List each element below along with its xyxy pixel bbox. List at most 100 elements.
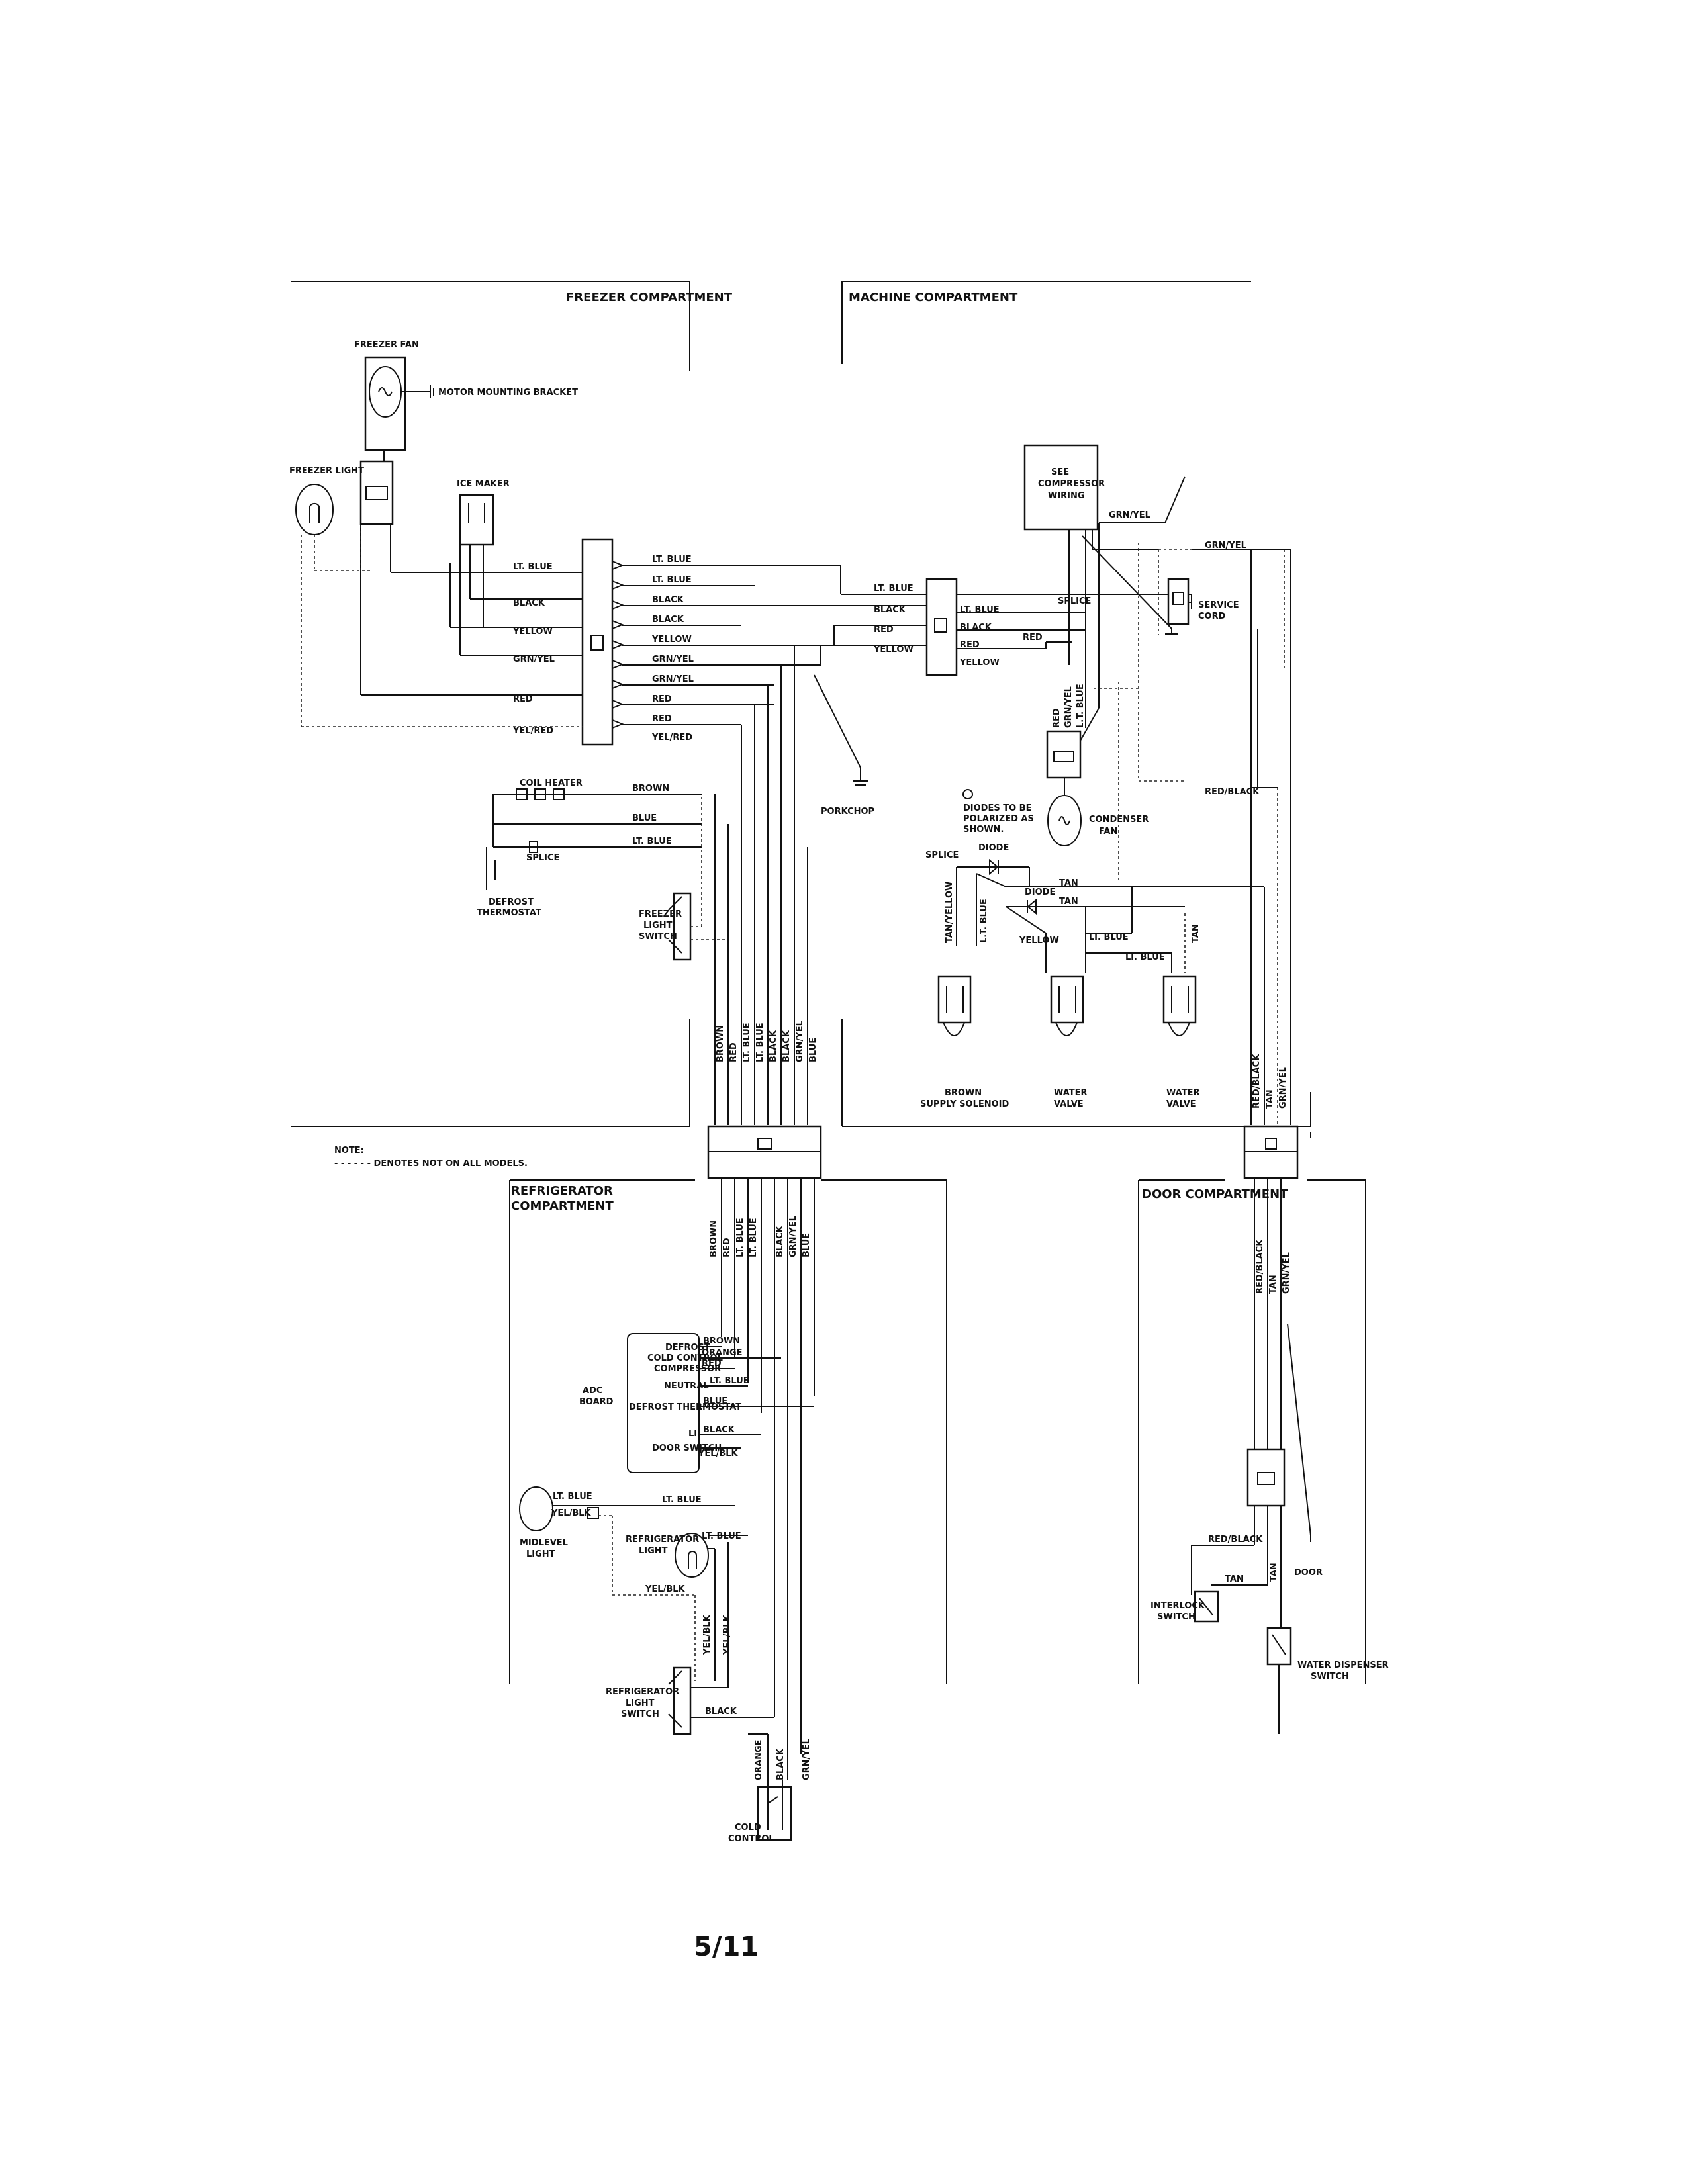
condenser-fan-label-1: CONDENSER: [1089, 815, 1149, 825]
compartment-borders: [291, 281, 1366, 1684]
adc-terminal-label: DEFROST THERMOSTAT: [629, 1402, 741, 1412]
wire-label: LT. BLUE: [513, 562, 553, 572]
note-text: - - - - - - DENOTES NOT ON ALL MODELS.: [334, 1159, 528, 1169]
defrost-thermostat-label-2: THERMOSTAT: [477, 908, 541, 918]
wire-label: YEL/BLK: [645, 1584, 686, 1594]
wire-label: LT. BLUE: [874, 584, 914, 594]
wire-label: BLACK: [652, 595, 684, 605]
wire-label: YELLOW: [959, 658, 1000, 668]
wire-label: LT. BLUE: [710, 1376, 749, 1386]
coil-heater-label: COIL HEATER: [520, 778, 583, 788]
wire-label-vertical: BLUE: [802, 1233, 812, 1257]
wire-label-vertical: RED: [722, 1238, 732, 1257]
wire-label-vertical: GRN/YEL: [1278, 1067, 1288, 1109]
water-dispenser-switch: WATER DISPENSER SWITCH: [1266, 1506, 1389, 1734]
wire-label: GRN/YEL: [652, 674, 694, 684]
wire-label: LT. BLUE: [1089, 933, 1129, 942]
freezer-light: FREEZER LIGHT: [289, 466, 364, 535]
wire-label: RED: [652, 714, 672, 724]
water-valve-label-2: VALVE: [1054, 1099, 1084, 1109]
wire-label-vertical: BLUE: [808, 1038, 818, 1062]
splice-label: SPLICE: [925, 850, 959, 860]
refrigerator-light-switch-label-2: LIGHT: [626, 1698, 655, 1708]
freezer-light-switch-label-2: LIGHT: [643, 921, 673, 931]
wire-label: GRN/YEL: [652, 655, 694, 664]
refrigerator-light: REFRIGERATOR LIGHT LT. BLUE: [612, 1516, 748, 1681]
adc-terminal-label: DOOR SWITCH: [652, 1443, 722, 1453]
freezer-light-label: FREEZER LIGHT: [289, 466, 364, 476]
service-cord-label-2: CORD: [1198, 612, 1226, 621]
wire-label: LT. BLUE: [1125, 952, 1165, 962]
refrigerator-light-switch-label-1: REFRIGERATOR: [606, 1687, 679, 1697]
wire-label-vertical: GRN/YEL: [1282, 1252, 1291, 1294]
cold-control: COLD CONTROL: [728, 1733, 792, 1844]
wire-label-vertical: BLACK: [769, 1030, 778, 1062]
diode-note-2: POLARIZED AS: [963, 814, 1034, 824]
wire-label: BLACK: [705, 1707, 737, 1717]
wire-label: YELLOW: [512, 627, 553, 637]
wire-label-vertical: RED/BLACK: [1255, 1239, 1265, 1294]
wire-label-vertical: BLACK: [775, 1225, 785, 1257]
coil-heater: COIL HEATER: [492, 778, 702, 848]
door-compartment-label: DOOR COMPARTMENT: [1142, 1187, 1288, 1201]
adc-board-label-2: BOARD: [579, 1397, 614, 1407]
wire-label-vertical: TAN: [1268, 1275, 1278, 1294]
wire-label: LT. BLUE: [652, 555, 692, 565]
freezer-light-switch: FREEZER LIGHT SWITCH: [639, 794, 728, 961]
cold-control-label-2: CONTROL: [728, 1834, 774, 1844]
door-wiring: [1185, 549, 1291, 1125]
wire-label-vertical: YEL/BLK: [702, 1614, 712, 1655]
compressor-label-2: COMPRESSOR: [1038, 479, 1105, 489]
defrost-thermostat-label-1: DEFROST: [489, 897, 534, 907]
freezer-wires-left: [301, 524, 583, 727]
refrigerator-light-switch-label-3: SWITCH: [621, 1709, 659, 1719]
wire-label: BROWN: [703, 1336, 740, 1346]
ice-maker: ICE MAKER: [457, 479, 510, 546]
wire-label-vertical: ORANGE: [754, 1739, 764, 1780]
wire-label: LT. BLUE: [553, 1492, 592, 1502]
service-cord-label-1: SERVICE: [1198, 600, 1239, 610]
trunk-wires: [714, 645, 808, 1125]
wire-label: LT. BLUE: [652, 575, 692, 585]
motor-bracket-label: MOTOR MOUNTING BRACKET: [438, 388, 578, 398]
diode-note-3: SHOWN.: [963, 825, 1004, 835]
diode-note-1: DIODES TO BE: [963, 803, 1031, 813]
wire-label: YELLOW: [873, 645, 914, 655]
compressor-label-1: SEE: [1051, 467, 1069, 477]
wire-label-vertical: RED: [729, 1042, 739, 1062]
freezer-connector: [581, 538, 614, 746]
wire-label-vertical: BLACK: [776, 1748, 786, 1780]
splice-label: SPLICE: [1058, 596, 1091, 606]
wire-label-vertical: L.T. BLUE: [1076, 684, 1086, 728]
wire-label: YEL/RED: [651, 733, 692, 743]
machine-compartment-label: MACHINE COMPARTMENT: [849, 291, 1018, 304]
interlock-switch: RED/BLACK TAN INTERLOCK SWITCH: [1150, 1506, 1268, 1623]
wire-label: YELLOW: [1019, 936, 1059, 946]
freezer-light-switch-label-3: SWITCH: [639, 932, 677, 942]
compressor-wiring-box: SEE COMPRESSOR WIRING: [1023, 444, 1105, 531]
wire-label-vertical: LT. BLUE: [742, 1023, 752, 1062]
refrigerator-trunk: [721, 1178, 815, 1780]
wire-label: RED: [960, 640, 980, 650]
condenser-fan: CONDENSER FAN: [1046, 730, 1149, 846]
wire-label-vertical: RED: [1052, 708, 1062, 728]
wire-label: GRN/YEL: [513, 655, 555, 664]
defrost-thermostat: DEFROST THERMOSTAT: [477, 847, 541, 918]
water-valve-2: WATER VALVE: [1162, 975, 1200, 1109]
interlock-switch-label-1: INTERLOCK: [1150, 1601, 1205, 1611]
wire-label: RED: [1023, 633, 1043, 643]
splice-icon: [529, 841, 538, 853]
wire-label: TAN: [1059, 897, 1078, 907]
wire-label-vertical: YEL/BLK: [722, 1614, 732, 1655]
adc-terminal-label: COMPRESSOR: [654, 1364, 721, 1374]
note-title: NOTE:: [334, 1146, 364, 1156]
wire-label: YELLOW: [651, 635, 692, 645]
midlevel-light-label-1: MIDLEVEL: [520, 1538, 568, 1548]
wire-label-vertical: BLACK: [782, 1030, 792, 1062]
wire-label: LT. BLUE: [632, 837, 672, 846]
wire-label: RED: [702, 1359, 722, 1369]
wire-label: RED/BLACK: [1205, 787, 1260, 797]
compressor-label-3: WIRING: [1048, 491, 1085, 501]
water-dispenser-switch-label-2: SWITCH: [1311, 1672, 1349, 1682]
